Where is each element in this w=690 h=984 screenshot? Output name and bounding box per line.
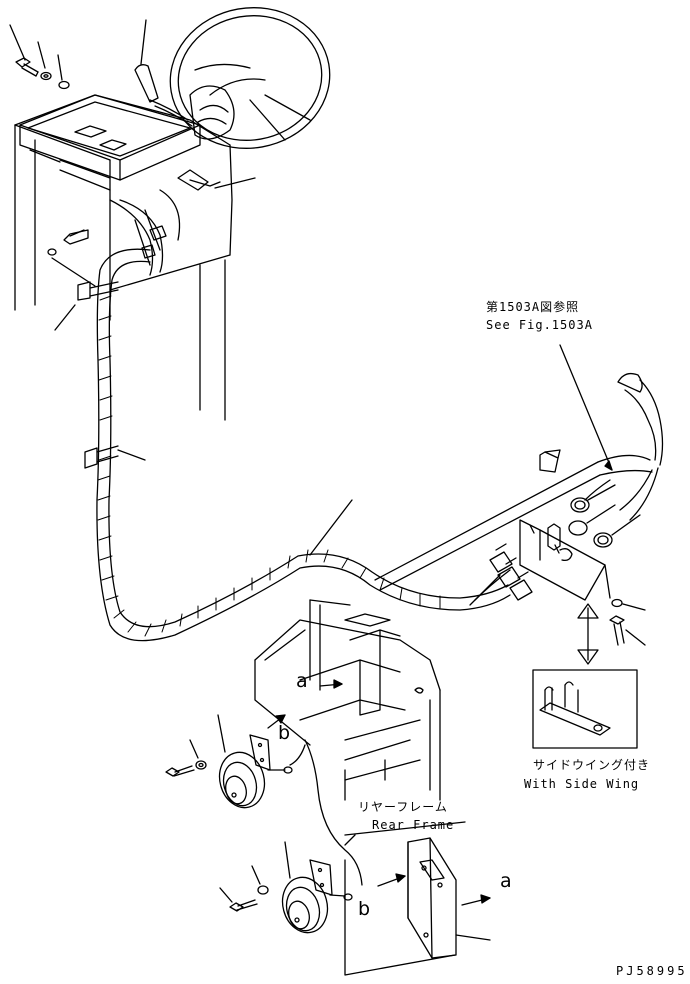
horn-wire [289,739,363,886]
control-lever [134,19,193,127]
bolt-icon [15,57,39,77]
leader-line [622,603,646,611]
arrow-a-bottom [461,894,491,906]
leader-line [251,865,261,885]
leader-line [51,257,96,287]
see-fig-label-jp: 第1503A図参照 [486,300,580,314]
connector-block [539,449,561,473]
drawing-number: PJ58995 [616,964,688,978]
washer-icon [40,71,52,81]
horn-mounting-plate [407,837,491,959]
bolt-icon [165,765,195,777]
steering-wheel [169,7,331,149]
rear-frame-label-en: Rear Frame [372,818,455,832]
double-arrow [577,603,599,665]
lock-washer-icon [58,80,70,90]
harness-end-cap [617,372,643,393]
harness-clamp [84,445,146,469]
mounting-bracket [519,519,611,601]
letter-b-bottom: b [358,898,371,920]
arrowhead [604,460,613,471]
leader-lines-top-left [9,24,63,81]
monitor-panel [19,94,201,191]
rear-frame-label-jp: リヤーフレーム [358,800,448,814]
steering-column-housing [14,94,233,421]
arrow-b-bottom [377,873,406,887]
steering-shaft [189,85,235,140]
rear-frame-bracket-lines [344,821,466,976]
letter-b-top: b [278,722,291,744]
side-wing-label-jp: サイドウイング付き [533,758,651,772]
letter-a-top: a [296,670,308,692]
washer-icon [195,760,207,770]
arrow-b-top [267,714,286,729]
bolt-icon [229,899,258,912]
horn-lower [281,841,353,934]
leader-line [625,629,646,646]
leader-line [189,739,199,759]
connector-group-center [469,543,533,606]
harness-clamp [54,281,119,331]
bolt-icon [63,229,89,245]
leader-line [559,344,613,471]
horn-upper [217,714,293,809]
main-wiring-harness [96,248,511,642]
inner-wiring-bundle [109,189,181,276]
side-wing-label-en: With Side Wing [524,777,640,791]
washer-icon [257,885,269,895]
leader-line [309,499,353,556]
arrow-a-top [319,679,343,689]
leader-line [219,887,233,903]
right-harness-branch [374,379,664,591]
bolt-icon [609,615,625,646]
spiral-wrap [97,295,441,637]
rear-frame [254,599,441,801]
washer-icon [611,598,623,608]
see-fig-label-en: See Fig.1503A [486,318,593,332]
side-wing-inset [532,669,638,749]
switch-connector [177,169,256,191]
connector-round [568,484,641,548]
washer-icon [47,248,57,256]
letter-a-bottom: a [500,870,512,892]
